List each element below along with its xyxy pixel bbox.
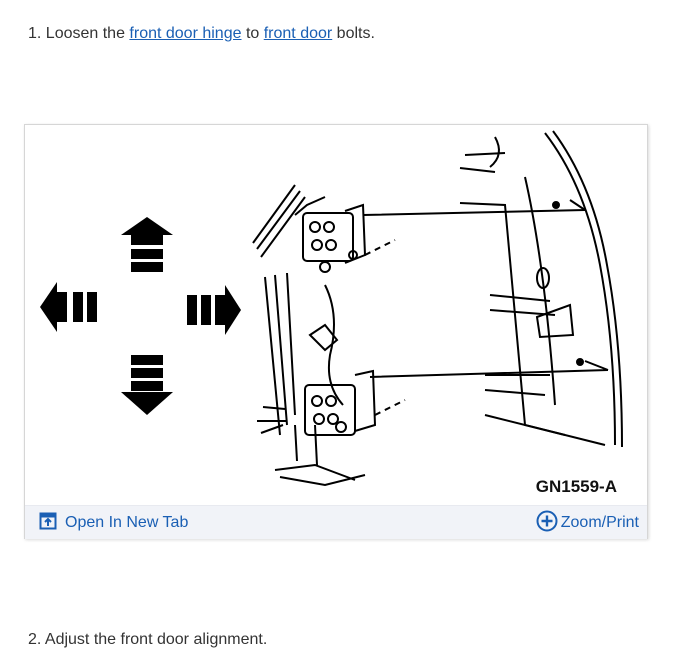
step-2: 2. Adjust the front door alignment.: [28, 630, 267, 650]
arrow-down-icon: [121, 355, 173, 415]
step-1-number: 1.: [28, 25, 42, 42]
step-1-middle: to: [241, 25, 264, 42]
arrow-up-icon: [121, 217, 173, 272]
hinge-diagram[interactable]: GN1559-A: [25, 125, 647, 505]
zoom-print-label: Zoom/Print: [560, 514, 639, 531]
body-pillar: [252, 184, 609, 487]
open-in-new-tab-icon: [39, 512, 57, 535]
hinge-illustration: [40, 130, 623, 487]
step-1-prefix: Loosen the: [45, 25, 130, 42]
front-door-link[interactable]: front door: [263, 25, 333, 42]
front-door-hinge-link[interactable]: front door hinge: [129, 25, 242, 42]
figure-id-label: GN1559-A: [535, 477, 617, 496]
arrow-left-icon: [40, 282, 97, 332]
plus-circle-icon: [536, 510, 558, 537]
open-in-new-tab-label: Open In New Tab: [65, 514, 189, 531]
step-1: 1. Loosen the front door hinge to front …: [28, 24, 375, 44]
direction-arrows: [40, 217, 241, 415]
open-in-new-tab-button[interactable]: Open In New Tab: [39, 511, 188, 535]
arrow-right-icon: [187, 285, 241, 335]
step-1-suffix: bolts.: [332, 25, 375, 42]
figure-card: GN1559-A Open In New Tab Zoom/Print: [24, 124, 648, 539]
zoom-print-button[interactable]: Zoom/Print: [536, 510, 639, 537]
step-2-number: 2.: [28, 631, 42, 648]
door-panel: [459, 130, 623, 448]
step-2-text: Adjust the front door alignment.: [44, 631, 268, 648]
card-footer: Open In New Tab Zoom/Print: [25, 505, 647, 539]
